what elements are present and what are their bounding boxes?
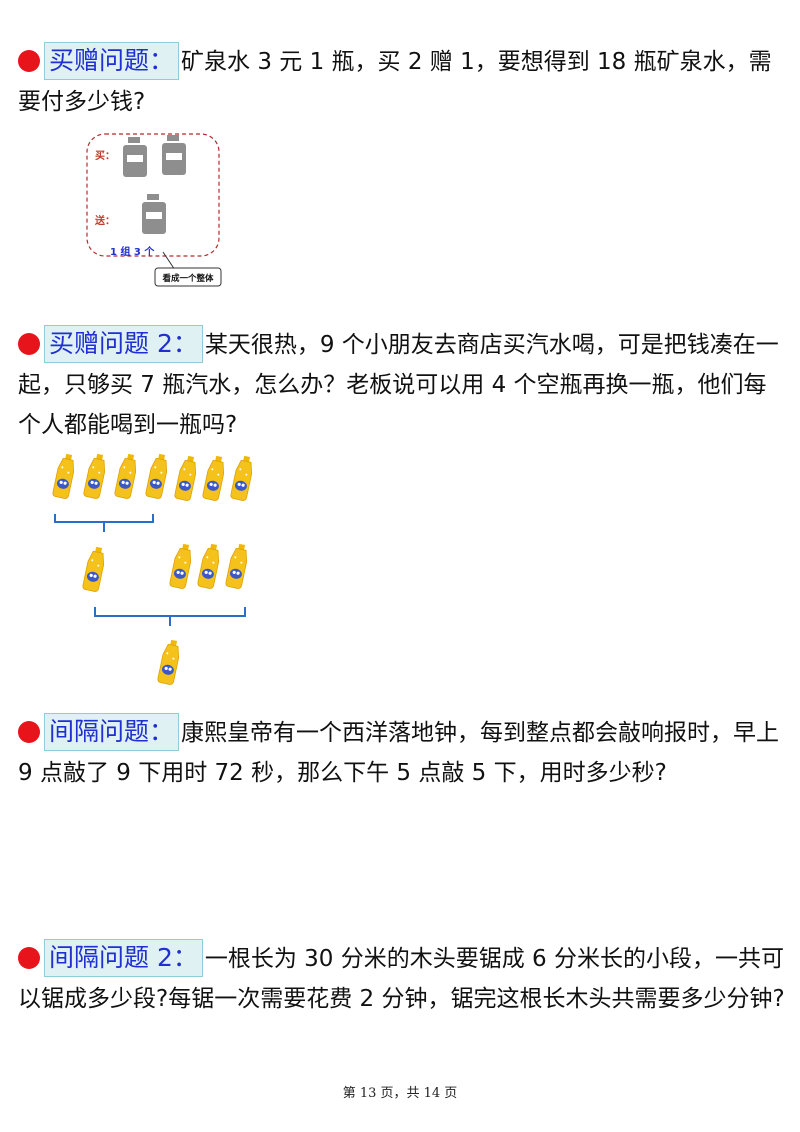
problem-text: 康熙皇帝有一个西洋落地钟，每到整点都会敲响报时，早上 9 点敲了 9 下用时 7… xyxy=(18,720,780,786)
soda-bottle-row-7 xyxy=(51,452,256,502)
red-bullet-icon xyxy=(18,947,40,969)
problem-tag: 间隔问题 2： xyxy=(44,939,203,977)
bottle-icon xyxy=(162,135,186,175)
problem-text: 一根长为 30 分米的木头要锯成 6 分米长的小段，一共可以锯成多少段?每锯一次… xyxy=(18,946,785,1012)
problem-text: 矿泉水 3 元 1 瓶，买 2 赠 1，要想得到 18 瓶矿泉水，需要付多少钱? xyxy=(18,49,772,115)
red-bullet-icon xyxy=(18,333,40,355)
callout-label: 看成一个整体 xyxy=(161,273,214,284)
gift-label: 送： xyxy=(94,214,115,227)
bottle-icon xyxy=(123,137,147,177)
problem-tag: 买赠问题 2： xyxy=(44,325,203,363)
problem-interval-1: 间隔问题：康熙皇帝有一个西洋落地钟，每到整点都会敲响报时，早上 9 点敲了 9 … xyxy=(18,713,788,793)
soda-bottle-exchanged xyxy=(156,638,183,686)
red-bullet-icon xyxy=(18,50,40,72)
problem-tag: 间隔问题： xyxy=(44,713,180,751)
soda-exchange-diagram xyxy=(51,452,256,686)
red-bullet-icon xyxy=(18,721,40,743)
soda-bottle-row-4 xyxy=(81,542,251,593)
problem-buy-gift-2: 买赠问题 2：某天很热，9 个小朋友去商店买汽水喝，可是把钱凑在一起，只够买 7… xyxy=(18,325,788,445)
buy-two-get-one-diagram: 买： 送： 1 组 3 个 看成一个整体 xyxy=(86,133,222,287)
problem-buy-gift-1: 买赠问题：矿泉水 3 元 1 瓶，买 2 赠 1，要想得到 18 瓶矿泉水，需要… xyxy=(18,42,788,122)
bottle-icon xyxy=(142,194,166,234)
problem-text: 某天很热，9 个小朋友去商店买汽水喝，可是把钱凑在一起，只够买 7 瓶汽水，怎么… xyxy=(18,332,779,438)
group-label: 1 组 3 个 xyxy=(110,245,155,258)
page-footer: 第 13 页，共 14 页 xyxy=(342,1086,458,1101)
buy-label: 买： xyxy=(95,150,115,162)
problem-interval-2: 间隔问题 2：一根长为 30 分米的木头要锯成 6 分米长的小段，一共可以锯成多… xyxy=(18,939,788,1019)
problem-tag: 买赠问题： xyxy=(44,42,180,80)
